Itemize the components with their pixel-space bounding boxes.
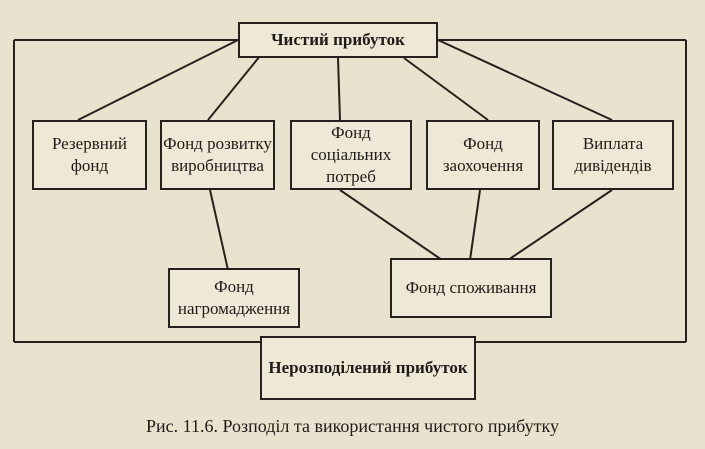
dividends-label: Виплата дивідендів (574, 134, 652, 175)
figure-caption: Рис. 11.6. Розподіл та використання чист… (145, 416, 559, 436)
accumulation-fund-label: Фонд нагромадження (177, 277, 291, 318)
connector-social-consumption (339, 189, 443, 261)
connector-production-accumulation (209, 189, 229, 271)
box-production-fund: Фонд розвитку виробництва (160, 120, 275, 190)
production-fund-label: Фонд розвитку виробництва (163, 134, 272, 175)
box-social-fund: Фонд соціальних потреб (290, 120, 412, 190)
retained-profit-label: Нерозподілений прибуток (268, 358, 468, 377)
connector-root-social (337, 57, 341, 121)
connector-root-production (207, 55, 261, 121)
box-net-profit: Чистий прибуток (238, 22, 438, 58)
connector-root-incentive (403, 57, 489, 121)
connector-incentive-consumption (469, 189, 481, 261)
social-fund-label: Фонд соціальних потреб (310, 123, 392, 186)
box-incentive-fund: Фонд заохочення (426, 120, 540, 190)
incentive-fund-label: Фонд заохочення (442, 134, 524, 175)
reserve-fund-label: Резервний фонд (51, 134, 128, 175)
box-accumulation-fund: Фонд нагромадження (168, 268, 300, 328)
connector-root-reserve (77, 39, 239, 121)
box-reserve-fund: Резервний фонд (32, 120, 147, 190)
box-dividends: Виплата дивідендів (552, 120, 674, 190)
connector-root-dividends (437, 39, 613, 121)
connector-dividends-consumption (507, 189, 613, 261)
consumption-fund-label: Фонд споживання (405, 278, 537, 297)
net-profit-label: Чистий прибуток (271, 30, 405, 49)
box-retained-profit: Нерозподілений прибуток (260, 336, 476, 400)
box-consumption-fund: Фонд споживання (390, 258, 552, 318)
